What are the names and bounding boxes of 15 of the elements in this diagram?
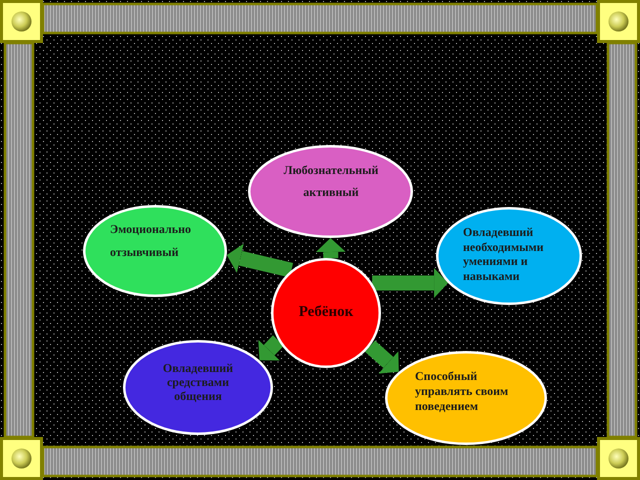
block-arrow	[225, 244, 294, 278]
oval-node	[436, 207, 582, 305]
circle-node	[271, 258, 381, 368]
node-label: Ребёнок	[298, 304, 354, 322]
block-arrow	[372, 268, 448, 298]
node-label: Любознательный активный	[282, 162, 380, 201]
oval-node	[123, 340, 273, 435]
node-label: Способный управлять своим поведением	[415, 369, 510, 414]
node-label: Овладевший средствами общения	[162, 361, 234, 403]
block-arrow	[316, 238, 346, 258]
node-label: Эмоционально отзывчивый	[110, 221, 192, 261]
oval-node	[83, 205, 227, 297]
oval-node	[248, 145, 413, 238]
oval-node	[385, 351, 547, 445]
node-label: Овладевший необходимыми умениями и навыками	[463, 225, 545, 283]
